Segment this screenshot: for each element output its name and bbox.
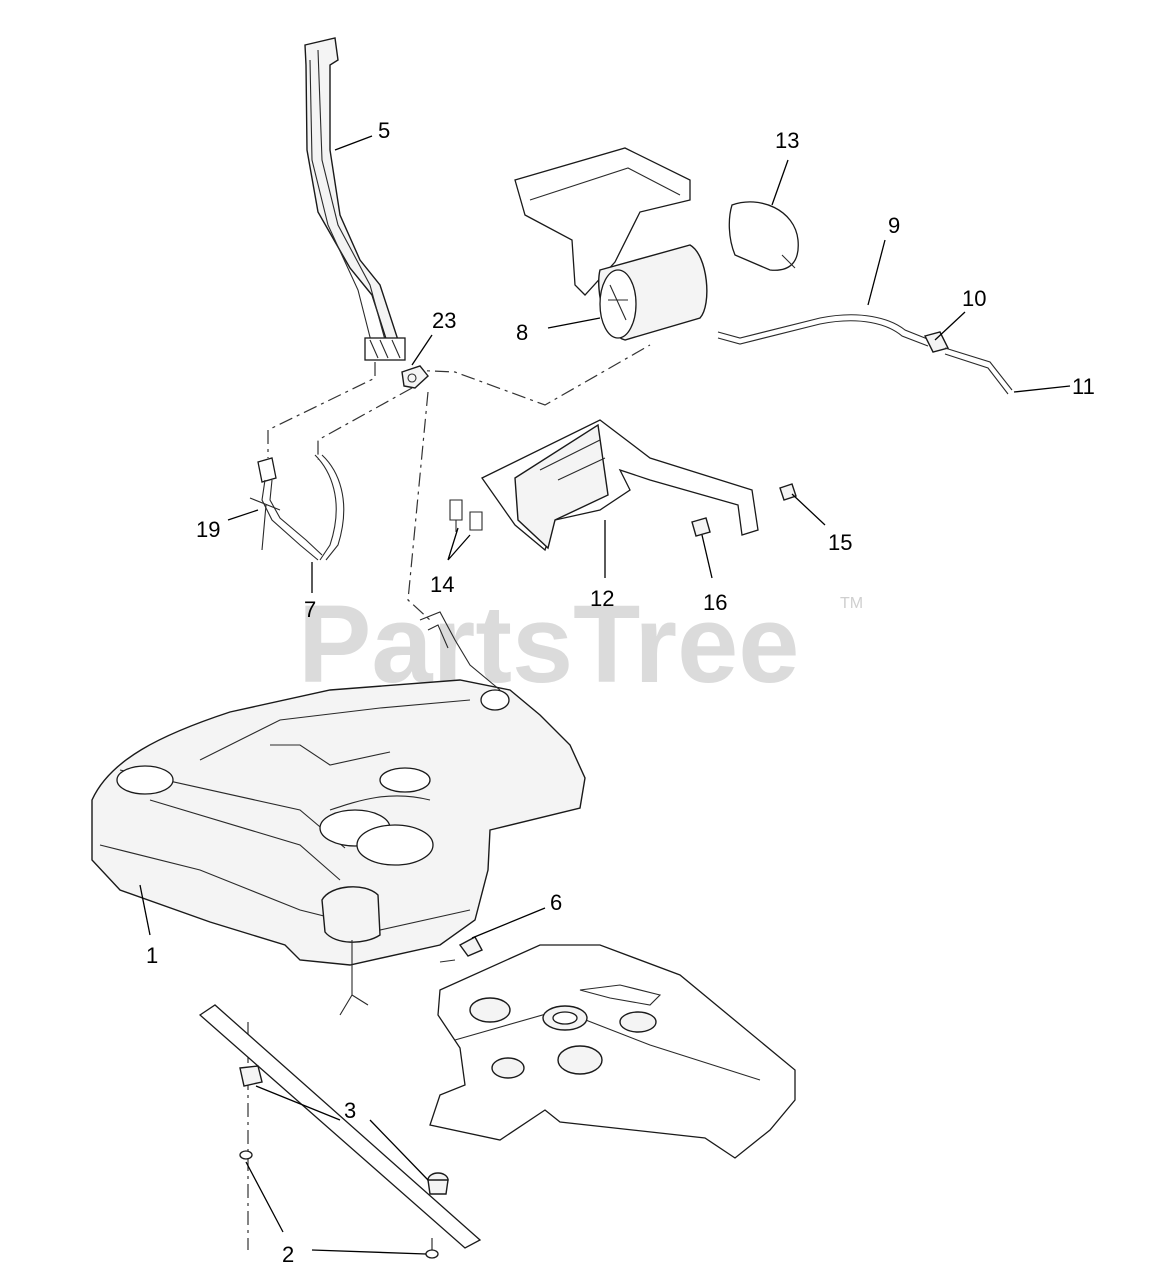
callout-8: 8 <box>516 320 528 345</box>
callout-15: 15 <box>828 530 852 555</box>
callout-12: 12 <box>590 586 614 611</box>
callout-23: 23 <box>432 308 456 333</box>
part-7-19-hose <box>249 454 345 561</box>
callout-19: 19 <box>196 517 220 542</box>
callout-6: 6 <box>550 890 562 915</box>
callout-5: 5 <box>378 118 390 143</box>
part-5-fuel-tube <box>304 37 406 361</box>
callout-16: 16 <box>703 590 727 615</box>
callout-2: 2 <box>282 1242 294 1267</box>
callout-10: 10 <box>962 286 986 311</box>
part-9-10-11-vent-hose <box>717 314 1013 395</box>
part-23-clip <box>401 365 429 389</box>
part-2-3-plate <box>198 1004 482 1259</box>
leader-lines <box>139 135 1071 1255</box>
callouts: 5 23 8 13 9 10 11 19 7 14 12 16 15 1 6 3… <box>146 118 1095 1267</box>
callout-1: 1 <box>146 943 158 968</box>
callout-3: 3 <box>344 1098 356 1123</box>
part-12-bracket <box>481 419 759 552</box>
callout-7: 7 <box>304 597 316 622</box>
part-6-skid-plate <box>429 936 796 1159</box>
part-13-strap <box>728 201 799 271</box>
callout-9: 9 <box>888 213 900 238</box>
part-1-fuel-tank <box>91 611 586 1016</box>
part-8-canister <box>514 147 708 341</box>
fasteners-14-15-16 <box>449 483 797 537</box>
watermark-tm: TM <box>840 595 863 612</box>
callout-11: 11 <box>1072 374 1095 399</box>
callout-14: 14 <box>430 572 454 597</box>
callout-13: 13 <box>775 128 799 153</box>
